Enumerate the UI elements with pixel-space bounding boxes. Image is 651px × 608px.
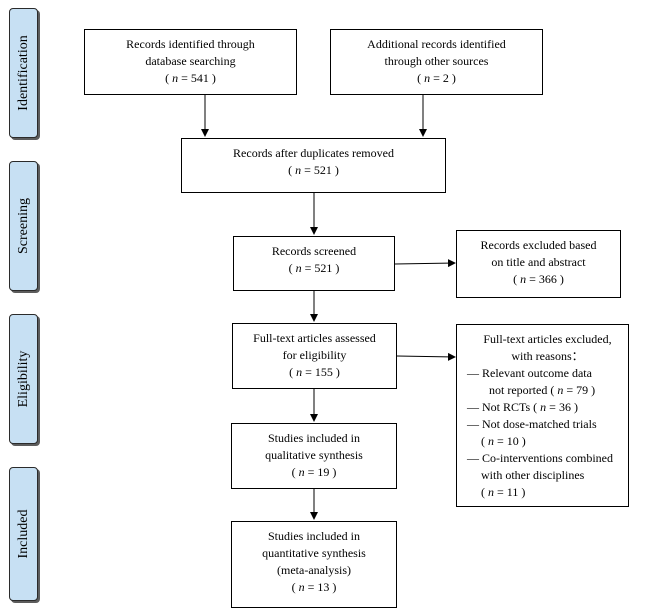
box-fulltext-assessed: Full-text articles assessed for eligibil… [232, 323, 397, 389]
reason4-n: 11 [506, 485, 519, 499]
arrow-screened-to-excluded [394, 259, 456, 268]
duplicates-line1: Records after duplicates removed [233, 146, 394, 160]
screened-n: 521 [314, 261, 333, 275]
other-n: 2 [442, 71, 449, 85]
database-line2: database searching [145, 54, 236, 68]
fulltext-excluded-line1: Full-text articles excluded, [483, 332, 612, 346]
quantitative-line1: Studies included in [268, 529, 360, 543]
box-fulltext-excluded: Full-text articles excluded, with reason… [456, 324, 629, 507]
reason3-n: 10 [506, 434, 519, 448]
duplicates-n: 521 [313, 163, 332, 177]
qualitative-line2: qualitative synthesis [265, 448, 363, 462]
other-line2: through other sources [384, 54, 489, 68]
reason1-n: 79 [576, 383, 589, 397]
box-quantitative-synthesis: Studies included in quantitative synthes… [231, 521, 397, 608]
qualitative-n: 19 [317, 465, 330, 479]
box-database-records: Records identified through database sear… [84, 29, 297, 95]
database-n: 541 [190, 71, 209, 85]
phase-eligibility: Eligibility [9, 314, 38, 444]
box-qualitative-synthesis: Studies included in qualitative synthesi… [231, 423, 397, 489]
fulltext-line2: for eligibility [282, 348, 347, 362]
phase-included: Included [9, 467, 38, 601]
reason1-text-cont: not reported [489, 383, 548, 397]
screened-line1: Records screened [271, 244, 357, 258]
phase-identification: Identification [9, 8, 38, 138]
box-after-duplicates: Records after duplicates removed ( n = 5… [181, 138, 446, 193]
quantitative-n: 13 [317, 580, 330, 594]
box-records-excluded: Records excluded based on title and abst… [456, 230, 621, 298]
reason2-n: 36 [558, 400, 571, 414]
phase-screening: Screening [9, 161, 38, 291]
database-line1: Records identified through [126, 37, 255, 51]
quantitative-line2: quantitative synthesis [262, 546, 366, 560]
excluded-title-line1: Records excluded based [480, 238, 597, 252]
qualitative-line1: Studies included in [268, 431, 360, 445]
reason3-text: — Not dose-matched trials [467, 417, 597, 431]
quantitative-line3: (meta-analysis) [277, 563, 351, 577]
fulltext-line1: Full-text articles assessed [253, 331, 376, 345]
reason1-text: — Relevant outcome data [467, 366, 592, 380]
reason2-text: — Not RCTs [467, 400, 531, 414]
other-line1: Additional records identified [367, 37, 506, 51]
box-records-screened: Records screened ( n = 521 ) [233, 236, 395, 291]
fulltext-n: 155 [314, 365, 333, 379]
fulltext-excluded-line2: with reasons： [511, 349, 584, 363]
arrow-fulltext-to-excluded [396, 352, 456, 361]
box-other-sources: Additional records identified through ot… [330, 29, 543, 95]
reason4-text: — Co-interventions combined [467, 451, 613, 465]
excluded-title-n: 366 [538, 272, 557, 286]
reason4-text-cont: with other disciplines [481, 468, 585, 482]
excluded-title-line2: on title and abstract [491, 255, 586, 269]
